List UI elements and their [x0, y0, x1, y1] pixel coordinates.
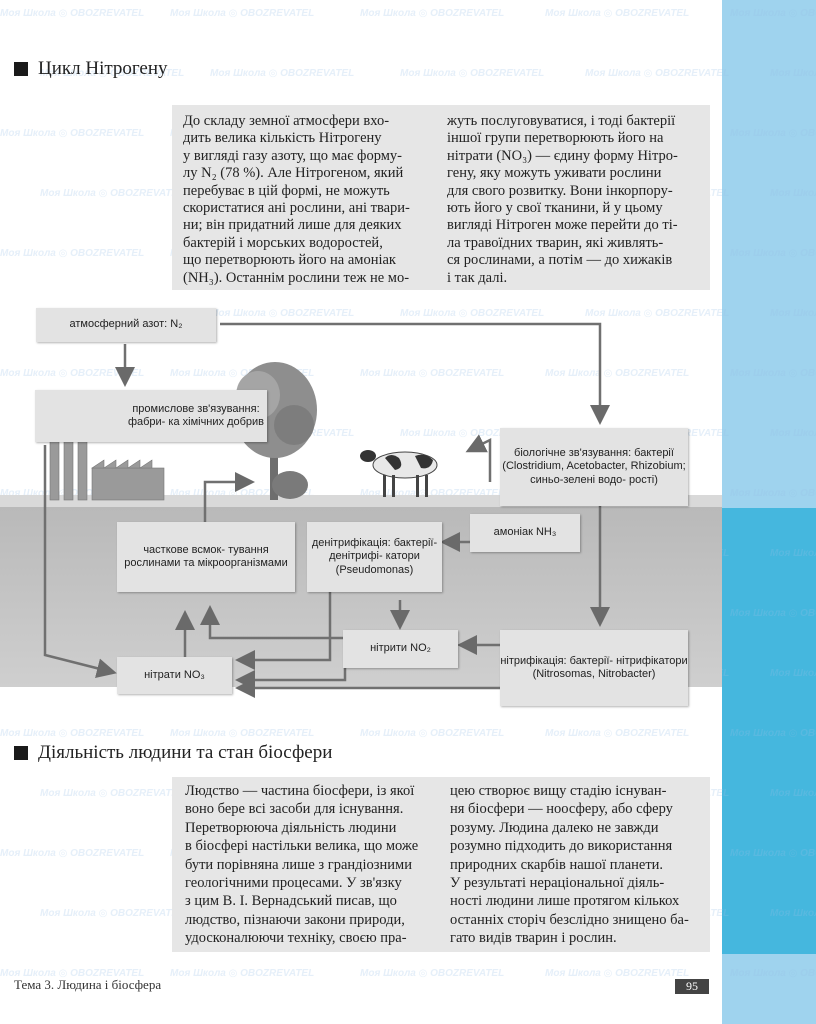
partial-absorption-box: часткове всмок- тування рослинами та мік… [117, 522, 295, 592]
section-title: Діяльність людини та стан біосфери [38, 742, 333, 763]
industrial-fixation-box: промислове зв'язування: фабри- ка хімічн… [35, 390, 267, 442]
section-heading-human-activity: Діяльність людини та стан біосфери [14, 742, 332, 764]
text-line: бути порівняна лише з грандіозними [185, 856, 412, 873]
intro-right-column: жуть послуговуватися, і тоді бактерії ін… [447, 113, 707, 287]
atmospheric-nitrogen-box: атмосферний азот: N₂ [36, 308, 216, 342]
text-line: в біосфері настільки велика, що може [185, 838, 419, 855]
ammonia-box: амоніак NH₃ [470, 514, 580, 552]
text-line: ни; він придатний лише для деяких [183, 217, 402, 234]
watermark-text: Моя Школа ◎ OBOZREVATEL [360, 8, 505, 19]
side-strip-foot [722, 954, 816, 1024]
text-line: ють його у свої тканини, й у цьому [447, 200, 663, 217]
watermark-text: Моя Школа ◎ OBOZREVATEL [585, 68, 730, 79]
text-line: для свого розвитку. Вони інкорпору- [447, 182, 673, 199]
watermark-text: Моя Школа ◎ OBOZREVATEL [360, 968, 505, 979]
text-line: вигляді Нітроген може перейти до ті- [447, 217, 678, 234]
watermark-text: Моя Школа ◎ OBOZREVATEL [0, 248, 145, 259]
text-line: розуму. Людина далеко не завжди [450, 819, 659, 836]
watermark-text: Моя Школа ◎ OBOZREVATEL [170, 8, 315, 19]
intro-left-column: До складу земної атмосфери вхо- дить вел… [183, 113, 423, 287]
watermark-text: Моя Школа ◎ OBOZREVATEL [360, 728, 505, 739]
watermark-text: Моя Школа ◎ OBOZREVATEL [545, 728, 690, 739]
body-right-column: цею створює вищу стадію існуван- ня біос… [450, 782, 708, 948]
text-line: і так далі. [447, 269, 508, 286]
page-number: 95 [675, 979, 709, 994]
watermark-text: Моя Школа ◎ OBOZREVATEL [545, 968, 690, 979]
text-line: гато видів тварин і рослин. [450, 930, 617, 947]
section-heading-nitrogen: Цикл Нітрогену [14, 58, 168, 80]
side-strip-bottom [722, 508, 816, 954]
body-left-column: Людство — частина біосфери, із якої воно… [185, 782, 425, 948]
text-line: ся рослинами, а потім — до хижаків [447, 252, 673, 269]
section-title: Цикл Нітрогену [38, 58, 168, 79]
text-line: (NH₃). Останнім рослини теж не мо- [183, 269, 410, 286]
text-line: нітрати (NO₃) — єдину форму Нітро- [447, 147, 678, 164]
body-text-box [172, 777, 710, 952]
text-line: жуть послуговуватися, і тоді бактерії [447, 113, 676, 129]
heading-square-icon [14, 746, 28, 760]
text-line: бактерій і морських водоростей, [183, 234, 383, 251]
watermark-text: Моя Школа ◎ OBOZREVATEL [40, 788, 185, 799]
text-line: ності людини лише протягом кількох [450, 893, 680, 910]
watermark-text: Моя Школа ◎ OBOZREVATEL [170, 728, 315, 739]
watermark-text: Моя Школа ◎ OBOZREVATEL [545, 8, 690, 19]
watermark-text: Моя Школа ◎ OBOZREVATEL [0, 848, 145, 859]
intro-text-box [172, 105, 710, 290]
text-line: з цим В. І. Вернадський писав, що [185, 893, 397, 910]
text-line: розумно підходить до використання [450, 838, 673, 855]
text-line: у вигляді газу азоту, що має форму- [183, 147, 402, 164]
text-line: воно бере всі засоби для існування. [185, 801, 404, 818]
text-line: цею створює вищу стадію існуван- [450, 783, 667, 799]
watermark-text: Моя Школа ◎ OBOZREVATEL [0, 8, 145, 19]
text-line: У результаті нераціональної діяль- [450, 875, 665, 892]
watermark-text: Моя Школа ◎ OBOZREVATEL [40, 188, 185, 199]
text-line: лу N₂ (78 %). Але Нітрогеном, який [183, 165, 404, 182]
nitrites-box: нітрити NO₂ [343, 630, 458, 668]
text-line: останніх сторіч безслідно знищено ба- [450, 911, 689, 928]
text-line: До складу земної атмосфери вхо- [183, 113, 390, 129]
watermark-text: Моя Школа ◎ OBOZREVATEL [210, 68, 355, 79]
text-line: що перетворюють його на амоніак [183, 252, 396, 269]
text-line: удосконалюючи техніку, своєю пра- [185, 930, 407, 947]
watermark-text: Моя Школа ◎ OBOZREVATEL [40, 908, 185, 919]
biological-fixation-box: біологічне зв'язування: бактерії (Clostr… [500, 428, 688, 506]
text-line: гену, яку можуть уживати рослини [447, 165, 662, 182]
text-line: людство, пізнаючи закони природи, [185, 911, 405, 928]
side-strip-top [722, 0, 816, 508]
text-line: ня біосфери — ноосферу, або сферу [450, 801, 673, 818]
footer-chapter: Тема 3. Людина і біосфера [14, 977, 162, 992]
text-line: перебуває в цій формі, не можуть [183, 182, 390, 199]
text-line: ла травоїдних тварин, які живлять- [447, 234, 664, 251]
text-line: дить велика кількість Нітрогену [183, 130, 382, 147]
text-line: Перетворююча діяльність людини [185, 819, 397, 836]
watermark-text: Моя Школа ◎ OBOZREVATEL [0, 728, 145, 739]
text-line: геологічними процесами. У зв'язку [185, 875, 402, 892]
nitrates-box: нітрати NO₃ [117, 657, 232, 694]
watermark-text: Моя Школа ◎ OBOZREVATEL [170, 968, 315, 979]
text-line: скористатися ані рослини, ані твари- [183, 200, 410, 217]
text-line: Людство — частина біосфери, із якої [185, 783, 415, 799]
nitrification-box: нітрифікація: бактерії- нітрифікатори (N… [500, 630, 688, 706]
cow-icon [360, 450, 438, 497]
denitrification-box: денітрифікація: бактерії-денітрифі- като… [307, 522, 442, 592]
text-line: іншої групи перетворюють його на [447, 130, 664, 147]
heading-square-icon [14, 62, 28, 76]
text-line: природних скарбів нашої планети. [450, 856, 664, 873]
watermark-text: Моя Школа ◎ OBOZREVATEL [400, 68, 545, 79]
nitrogen-cycle-diagram: атмосферний азот: N₂ промислове зв'язува… [0, 300, 722, 720]
watermark-text: Моя Школа ◎ OBOZREVATEL [0, 128, 145, 139]
